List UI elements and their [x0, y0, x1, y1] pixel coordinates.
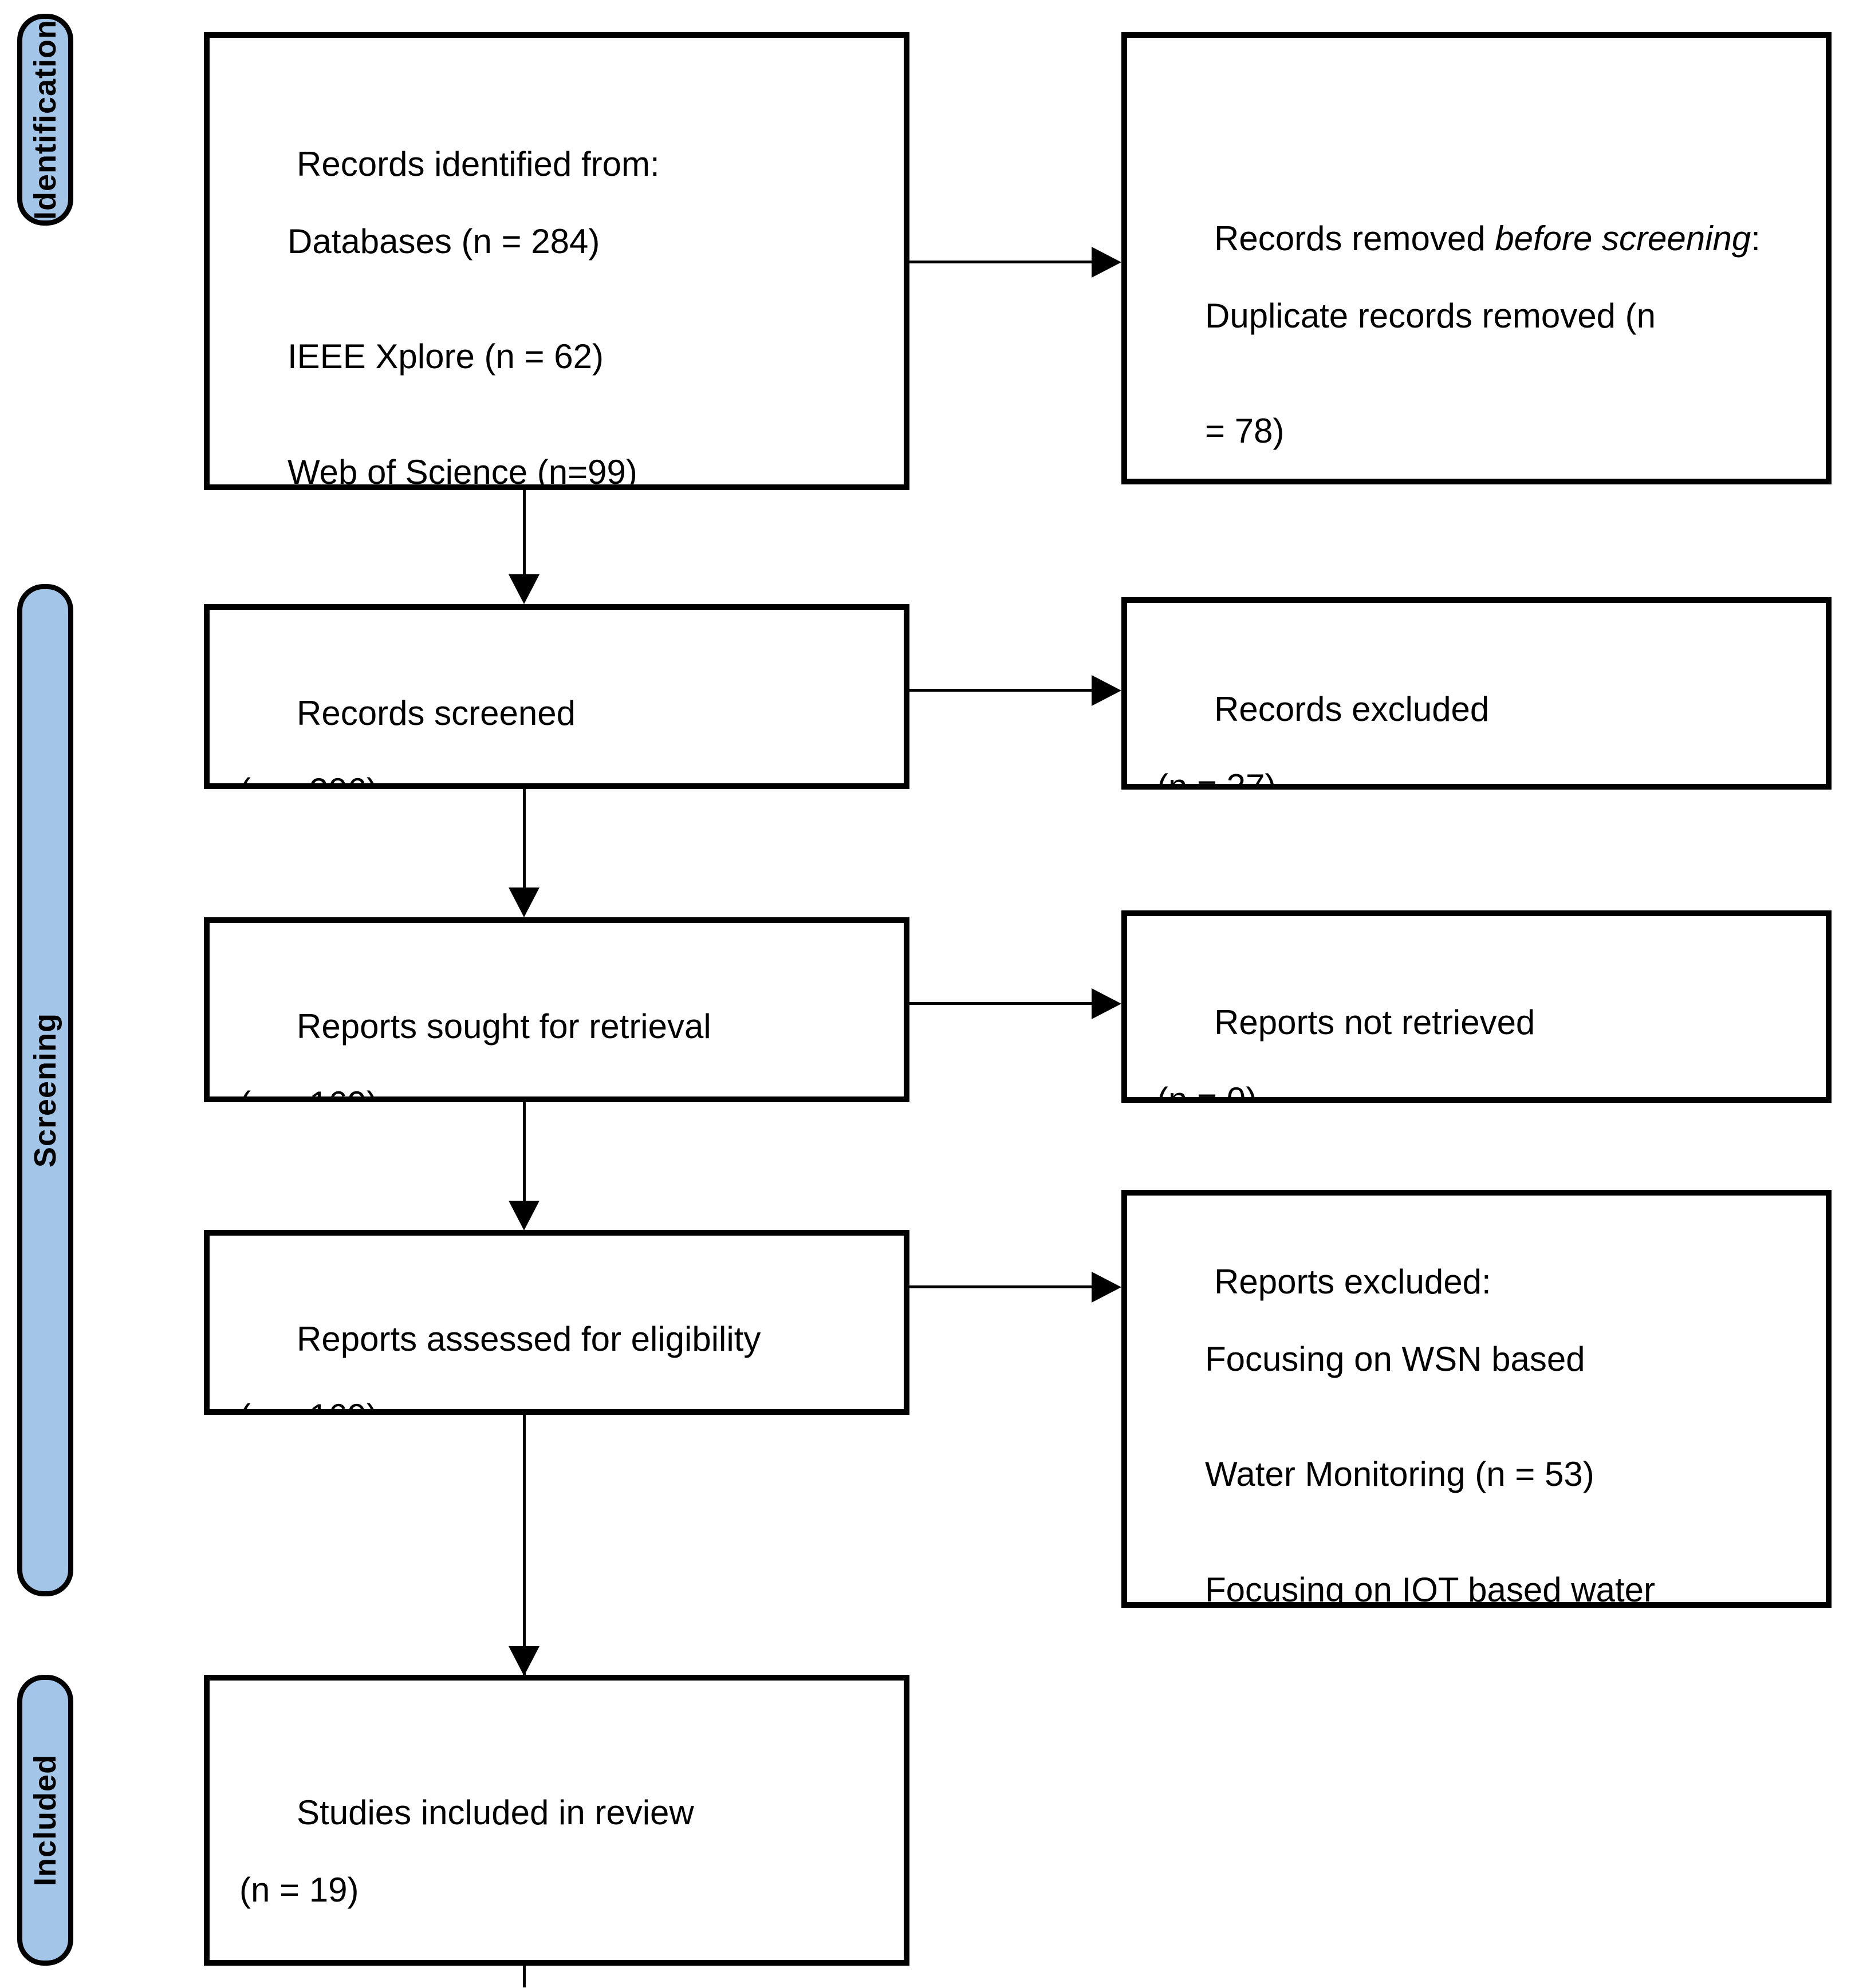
reports-assessed-text: Reports assessed for eligibility (n = 16…: [239, 1281, 893, 1409]
box-records-excluded: Records excluded (n = 37): [1121, 597, 1832, 790]
reports-not-retrieved-line2: (n = 0): [1157, 1080, 1258, 1103]
records-identified-title: Records identified from:: [297, 145, 660, 184]
connector-assessed-to-excluded: [909, 1285, 1092, 1288]
phase-pill-screening: Screening: [17, 584, 73, 1596]
connector-sought-to-assessed: [523, 1102, 526, 1202]
records-removed-title-colon: :: [1751, 219, 1761, 258]
arrowhead-identified-to-screened: [509, 574, 539, 604]
studies-included-text: Studies included in review (n = 19): [239, 1755, 893, 1960]
reports-sought-line2: (n = 169): [239, 1084, 893, 1096]
records-excluded-text: Records excluded (n = 37): [1157, 652, 1815, 790]
records-identified-item-1: IEEE Xplore (n = 62): [288, 337, 604, 376]
phase-label-screening: Screening: [28, 1012, 62, 1168]
box-records-screened: Records screened (n = 206): [204, 604, 909, 789]
records-excluded-line2: (n = 37): [1157, 767, 1277, 790]
connector-screened-to-excluded: [909, 689, 1092, 692]
records-removed-text: Records removed before screening: Duplic…: [1157, 181, 1815, 479]
phase-label-included: Included: [28, 1754, 62, 1886]
records-identified-text: Records identified from: Databases (n = …: [239, 107, 893, 490]
arrowhead-sought-to-not-retrieved: [1092, 988, 1121, 1019]
box-records-removed: Records removed before screening: Duplic…: [1121, 32, 1832, 484]
reports-assessed-line1: Reports assessed for eligibility: [297, 1320, 761, 1359]
studies-included-line1: Studies included in review: [297, 1793, 694, 1832]
records-excluded-line1: Records excluded: [1214, 690, 1490, 729]
arrowhead-identified-to-removed: [1092, 247, 1121, 278]
reports-excluded-text: Reports excluded: Focusing on WSN based …: [1157, 1224, 1815, 1608]
reports-not-retrieved-line1: Reports not retrieved: [1214, 1003, 1535, 1042]
connector-sought-to-not-retrieved: [909, 1002, 1092, 1005]
reports-excluded-item-2: Focusing on IOT based water: [1205, 1570, 1655, 1608]
connector-screened-to-sought: [523, 789, 526, 889]
phase-label-identification: Identification: [28, 19, 62, 220]
reports-excluded-title: Reports excluded:: [1214, 1263, 1491, 1301]
records-identified-item-0: Databases (n = 284): [288, 222, 600, 261]
box-reports-assessed: Reports assessed for eligibility (n = 16…: [204, 1230, 909, 1415]
phase-pill-included: Included: [17, 1675, 73, 1966]
reports-sought-line1: Reports sought for retrieval: [297, 1007, 711, 1046]
records-removed-item-1: = 78): [1205, 412, 1285, 451]
records-identified-item-2: Web of Science (n=99): [288, 452, 637, 490]
arrowhead-screened-to-sought: [509, 888, 539, 917]
box-reports-excluded: Reports excluded: Focusing on WSN based …: [1121, 1190, 1832, 1608]
reports-excluded-item-0: Focusing on WSN based: [1205, 1339, 1585, 1378]
records-screened-line1: Records screened: [297, 694, 576, 733]
studies-included-line2: (n = 19): [239, 1870, 359, 1909]
connector-identified-to-screened: [523, 490, 526, 576]
arrowhead-assessed-to-included: [509, 1646, 539, 1676]
phase-pill-identification: Identification: [17, 14, 73, 226]
records-removed-title-plain: Records removed: [1214, 219, 1495, 258]
reports-excluded-item-1: Water Monitoring (n = 53): [1205, 1455, 1594, 1494]
reports-not-retrieved-text: Reports not retrieved (n = 0): [1157, 965, 1815, 1103]
box-reports-sought: Reports sought for retrieval (n = 169): [204, 917, 909, 1102]
box-records-identified: Records identified from: Databases (n = …: [204, 32, 909, 490]
reports-sought-text: Reports sought for retrieval (n = 169): [239, 969, 893, 1096]
records-screened-line2: (n = 206): [239, 771, 893, 783]
records-screened-text: Records screened (n = 206): [239, 656, 893, 783]
arrowhead-assessed-to-excluded: [1092, 1272, 1121, 1303]
reports-assessed-line2: (n = 169): [239, 1397, 893, 1409]
box-reports-not-retrieved: Reports not retrieved (n = 0): [1121, 910, 1832, 1103]
box-studies-included: Studies included in review (n = 19): [204, 1675, 909, 1966]
connector-identified-to-removed: [909, 261, 1092, 263]
arrowhead-screened-to-excluded: [1092, 675, 1121, 706]
records-removed-title-italic: before screening: [1495, 219, 1751, 258]
arrowhead-sought-to-assessed: [509, 1201, 539, 1230]
records-removed-item-0: Duplicate records removed (n: [1205, 296, 1656, 335]
